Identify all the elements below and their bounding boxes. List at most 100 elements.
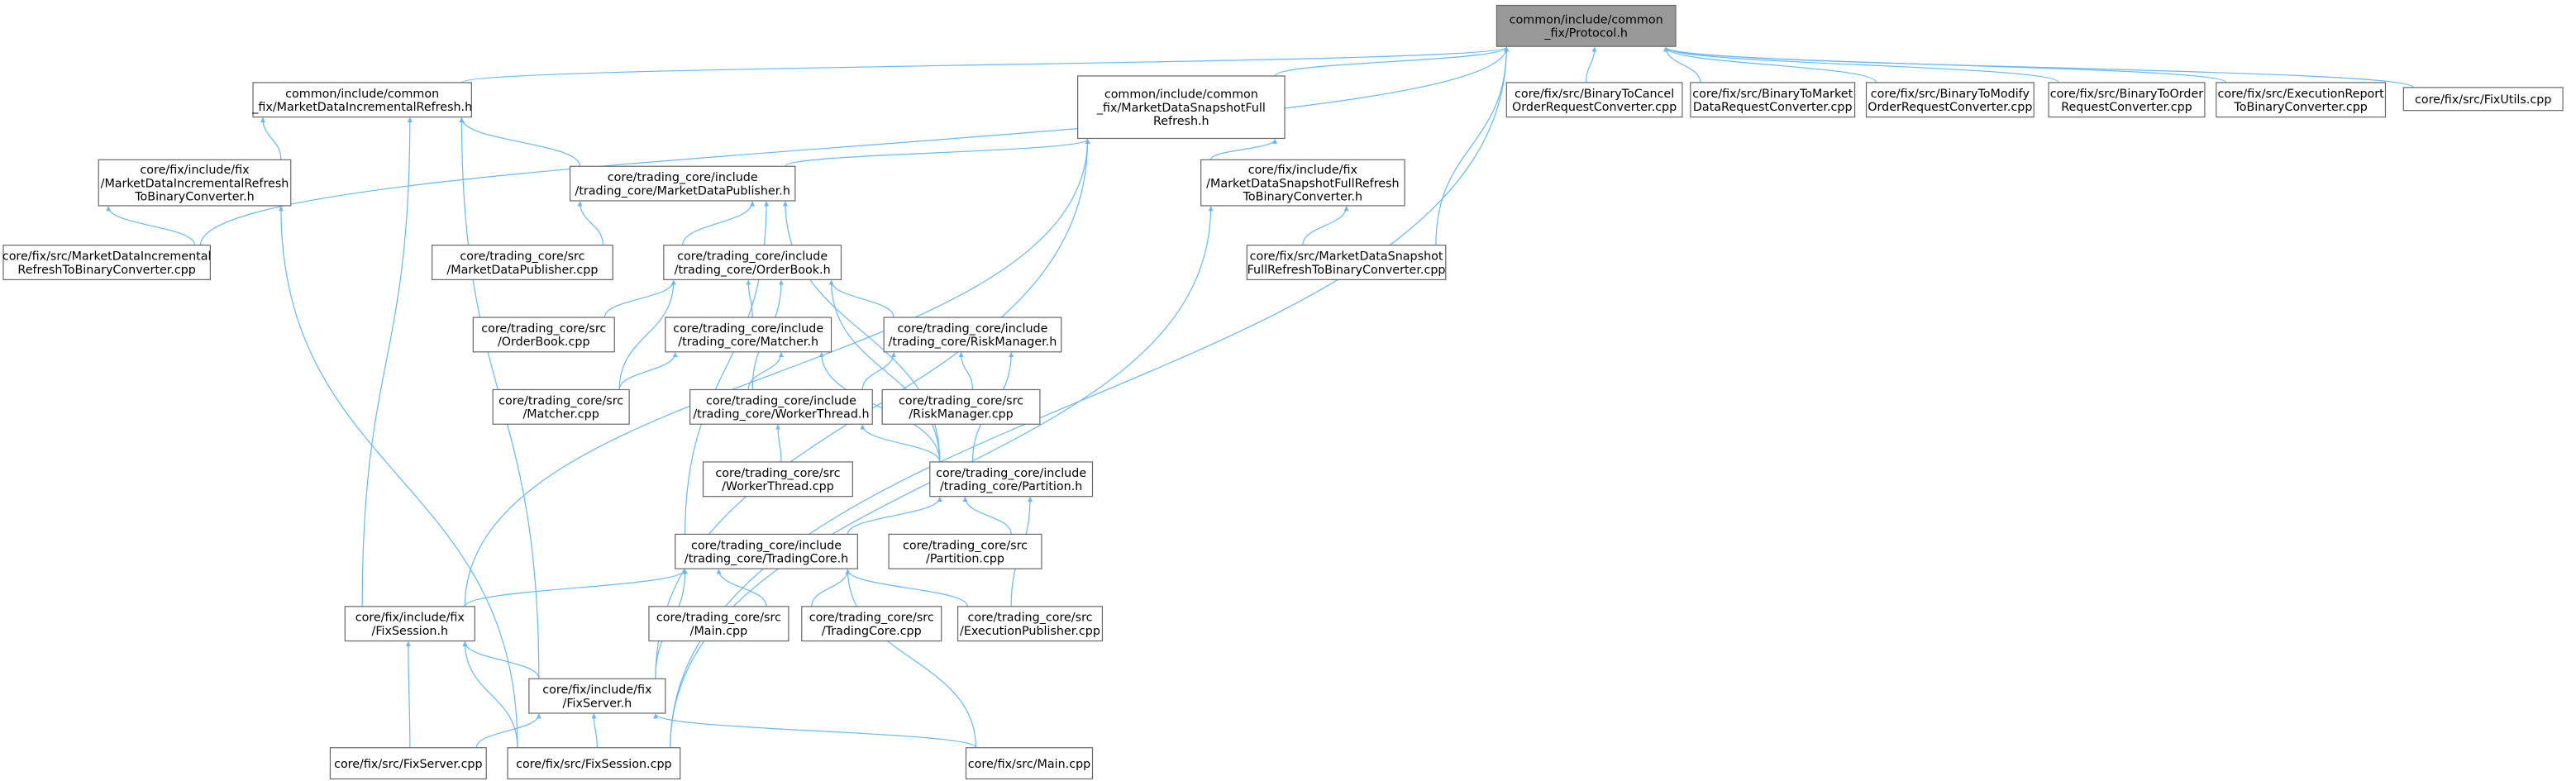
node-b2cancel-cpp[interactable]: core/fix/src/BinaryToCancelOrderRequestC… <box>1505 82 1683 118</box>
node-box <box>881 388 1041 425</box>
node-label-line: core/fix/include/fix <box>542 683 651 697</box>
node-label-line: core/trading_core/include <box>677 250 828 264</box>
node-fixutils-cpp[interactable]: core/fix/src/FixUtils.cpp <box>2402 87 2564 112</box>
node-label-line: core/trading_core/src <box>967 612 1092 625</box>
node-box <box>432 245 613 280</box>
node-box <box>528 678 666 714</box>
node-label-line: /trading_core/TradingCore.h <box>685 553 848 566</box>
node-box <box>956 606 1104 642</box>
node-b2order-cpp[interactable]: core/fix/src/BinaryToOrderRequestConvert… <box>2048 82 2206 118</box>
edge-mdir_h-to-protocol_h <box>460 46 1509 83</box>
node-label-line: OrderRequestConverter.cpp <box>1512 101 1677 114</box>
node-mdpub-cpp[interactable]: core/trading_core/src/MarketDataPublishe… <box>432 245 613 280</box>
edge-workerthread_cpp-to-workerthread_h <box>775 424 782 462</box>
edge-fixsession_cpp-to-fixserver_h <box>591 713 598 748</box>
node-fixsession-h[interactable]: core/fix/include/fix/FixSession.h <box>344 606 475 642</box>
node-fix-main-cpp[interactable]: core/fix/src/Main.cpp <box>965 747 1094 780</box>
node-box <box>648 606 789 642</box>
edge-orderbook_cpp-to-orderbook_h <box>603 279 676 318</box>
node-label-line: /FixSession.h <box>372 625 449 638</box>
edge-fixutils_cpp-to-protocol_h <box>1663 46 2414 88</box>
node-box <box>663 245 842 280</box>
node-label-line: core/fix/src/FixSession.cpp <box>516 758 671 771</box>
node-label-line: /FixServer.h <box>563 697 632 710</box>
edge-partition_h-to-matcher_h <box>818 352 941 462</box>
node-b2market-cpp[interactable]: core/fix/src/BinaryToMarketDataRequestCo… <box>1690 82 1856 118</box>
node-label-line: core/fix/include/fix <box>355 612 465 625</box>
node-label-line: common/include/common <box>1510 13 1663 26</box>
node-label-line: /trading_core/MarketDataPublisher.h <box>575 184 790 198</box>
node-label-line: core/trading_core/src <box>481 322 606 336</box>
node-fixserver-cpp[interactable]: core/fix/src/FixServer.cpp <box>329 747 487 780</box>
edge-workerthread_h-to-matcher_h <box>747 352 784 390</box>
node-tradingcore-cpp[interactable]: core/trading_core/src/TradingCore.cpp <box>801 606 942 642</box>
edge-orderbook_h-to-mdpub_h <box>682 201 756 245</box>
edge-mdsfr_h-to-protocol_h <box>1274 46 1510 77</box>
node-label-line: core/trading_core/include <box>897 322 1047 336</box>
node-mdsfr2bin-cpp[interactable]: core/fix/src/MarketDataSnapshotFullRefre… <box>1246 245 1447 280</box>
node-mdir-h[interactable]: common/include/common_fix/MarketDataIncr… <box>251 82 472 118</box>
node-label-line: /Matcher.cpp <box>522 408 599 421</box>
node-partition-h[interactable]: core/trading_core/include/trading_core/P… <box>929 461 1094 498</box>
node-mdsfr2bin-h[interactable]: core/fix/include/fix/MarketDataSnapshotF… <box>1200 159 1405 207</box>
node-label-line: /Main.cpp <box>690 625 748 638</box>
edge-tc_main_cpp-to-tradingcore_h <box>716 569 767 607</box>
node-matcher-cpp[interactable]: core/trading_core/src/Matcher.cpp <box>492 388 630 425</box>
node-label-line: core/trading_core/include <box>691 539 842 552</box>
node-label-line: core/fix/src/ExecutionReport <box>2217 88 2384 101</box>
node-label-line: ToBinaryConverter.h <box>134 191 254 204</box>
node-label-line: /trading_core/WorkerThread.h <box>693 408 869 421</box>
node-label-line: DataRequestConverter.cpp <box>1693 101 1853 114</box>
edges-layer <box>106 46 2414 749</box>
node-riskmanager-cpp[interactable]: core/trading_core/src/RiskManager.cpp <box>881 388 1041 425</box>
node-fixserver-h[interactable]: core/fix/include/fix/FixServer.h <box>528 678 666 714</box>
node-partition-cpp[interactable]: core/trading_core/src/Partition.cpp <box>888 533 1042 569</box>
node-box <box>702 461 853 498</box>
node-riskmanager-h[interactable]: core/trading_core/include/trading_core/R… <box>883 317 1062 353</box>
node-label-line: /RiskManager.cpp <box>909 408 1013 421</box>
node-mdir2bin-h[interactable]: core/fix/include/fix/MarketDataIncrement… <box>98 159 292 207</box>
node-box <box>98 159 292 207</box>
edge-fixserver_cpp-to-fixsession_h <box>405 641 411 748</box>
node-label-line: /WorkerThread.cpp <box>722 480 834 493</box>
node-execreport-cpp[interactable]: core/fix/src/ExecutionReportToBinaryConv… <box>2216 82 2387 118</box>
edge-partition_cpp-to-partition_h <box>962 497 1012 535</box>
node-protocol-h[interactable]: common/include/common_fix/Protocol.h <box>1496 4 1677 47</box>
node-orderbook-h[interactable]: core/trading_core/include/trading_core/O… <box>663 245 842 280</box>
node-box <box>2402 87 2564 112</box>
node-box <box>965 747 1094 780</box>
node-label-line: /Partition.cpp <box>926 553 1004 566</box>
node-orderbook-cpp[interactable]: core/trading_core/src/OrderBook.cpp <box>472 317 615 353</box>
node-box <box>883 317 1062 353</box>
node-workerthread-cpp[interactable]: core/trading_core/src/WorkerThread.cpp <box>702 461 853 498</box>
node-execpub-cpp[interactable]: core/trading_core/src/ExecutionPublisher… <box>956 606 1104 642</box>
edge-mdpub_h-to-mdsfr_h <box>785 138 1090 167</box>
node-label-line: core/trading_core/src <box>499 394 623 407</box>
node-label-line: /MarketDataPublisher.cpp <box>446 264 598 277</box>
node-label-line: /trading_core/Partition.h <box>940 480 1082 493</box>
node-tc-main-cpp[interactable]: core/trading_core/src/Main.cpp <box>648 606 789 642</box>
edge-tradingcore_h-to-partition_h <box>847 497 942 535</box>
node-box <box>472 317 615 353</box>
node-fixsession-cpp[interactable]: core/fix/src/FixSession.cpp <box>507 747 681 780</box>
node-label-line: /trading_core/RiskManager.h <box>889 336 1057 349</box>
node-label-line: core/fix/src/BinaryToMarket <box>1692 88 1853 101</box>
node-workerthread-h[interactable]: core/trading_core/include/trading_core/W… <box>689 388 873 425</box>
node-box <box>1200 159 1405 207</box>
node-mdpub-h[interactable]: core/trading_core/include/trading_core/M… <box>569 165 796 202</box>
node-label-line: core/fix/include/fix <box>1248 164 1357 177</box>
edge-matcher_cpp-to-matcher_h <box>618 352 678 390</box>
edge-mdsfr2bin_h-to-mdsfr_h <box>1210 138 1278 160</box>
node-mdsfr-h[interactable]: common/include/common_fix/MarketDataSnap… <box>1077 75 1286 140</box>
node-box <box>344 606 475 642</box>
node-box <box>1077 75 1286 140</box>
node-label-line: /MarketDataSnapshotFullRefresh <box>1206 177 1399 190</box>
node-b2modify-cpp[interactable]: core/fix/src/BinaryToModifyOrderRequestC… <box>1865 82 2035 118</box>
node-label-line: core/trading_core/src <box>903 539 1028 552</box>
node-label-line: Refresh.h <box>1153 115 1209 128</box>
edge-mdpub_h-to-mdir_h <box>459 117 581 167</box>
node-matcher-h[interactable]: core/trading_core/include/trading_core/M… <box>665 317 832 353</box>
node-tradingcore-h[interactable]: core/trading_core/include/trading_core/T… <box>675 533 858 569</box>
node-mdir2bin-cpp[interactable]: core/fix/src/MarketDataIncrementalRefres… <box>2 245 212 280</box>
